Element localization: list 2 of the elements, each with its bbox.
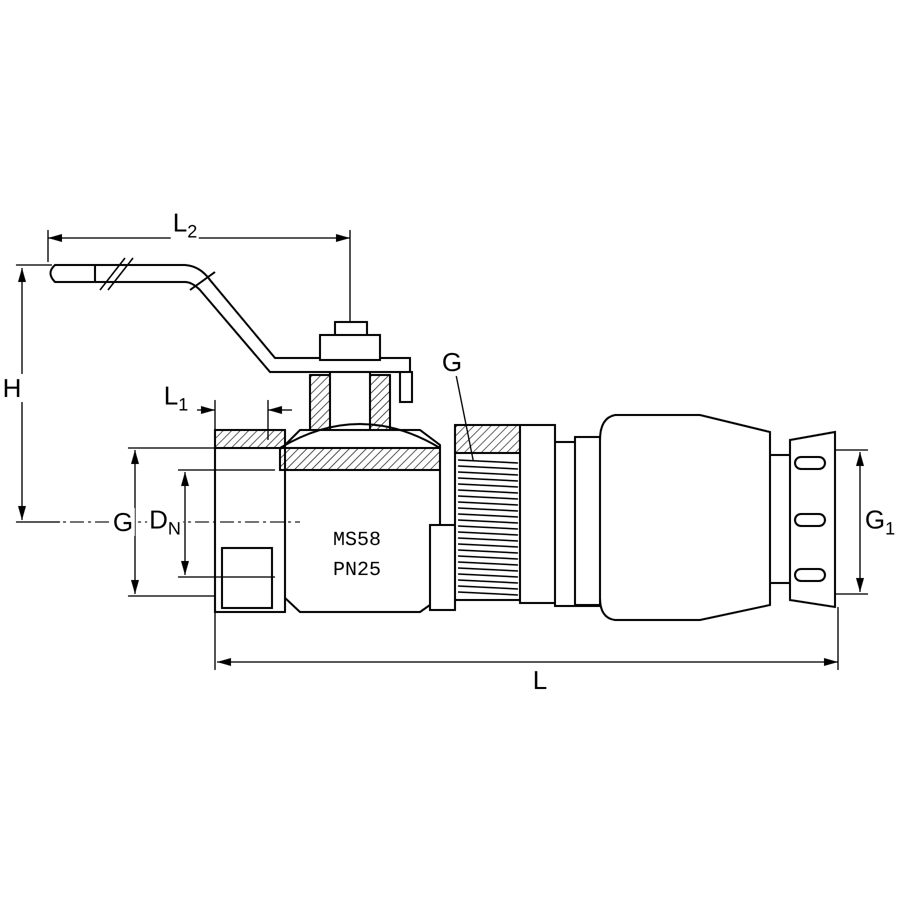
dimension-label: G <box>110 508 136 536</box>
thread-drawing <box>458 459 518 596</box>
